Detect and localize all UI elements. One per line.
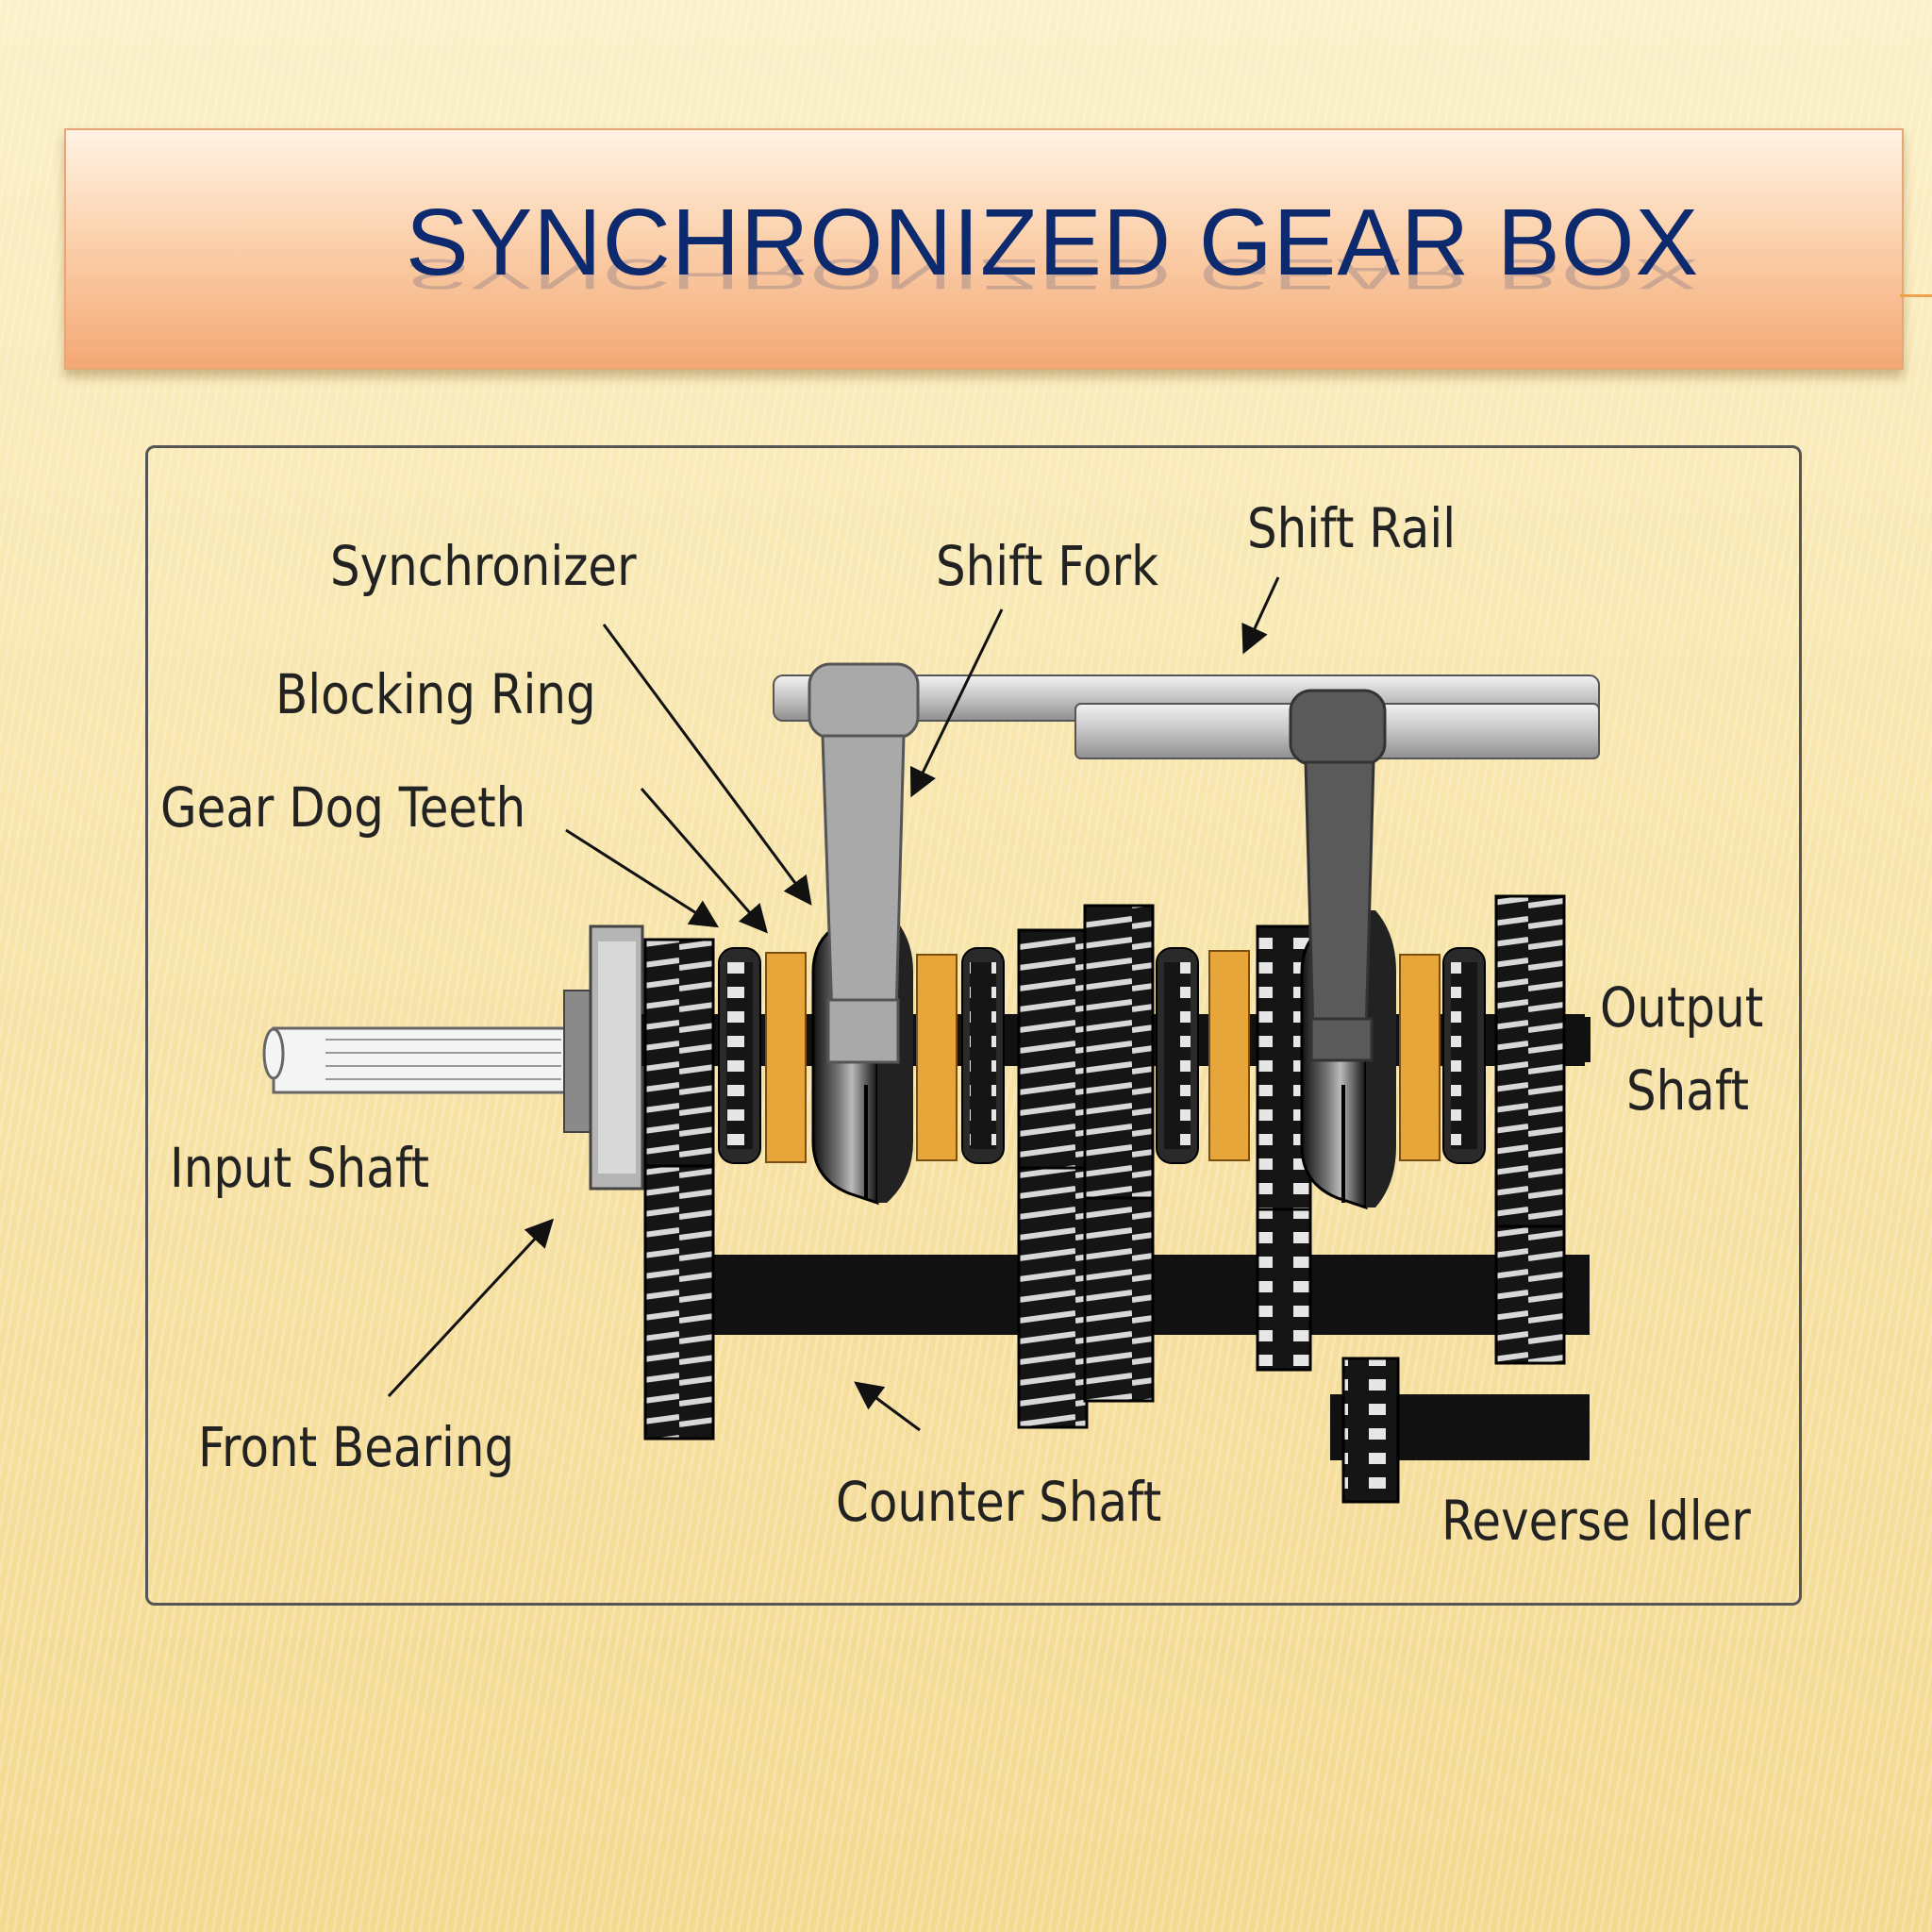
shift-rail-arrow	[1241, 576, 1280, 655]
counter-gear-2	[1017, 1166, 1089, 1429]
second-gear	[1017, 928, 1089, 1170]
label-output-shaft-line1: Output	[1600, 975, 1764, 1040]
counter-shaft-arrow	[854, 1381, 921, 1432]
label-input-shaft: Input Shaft	[170, 1136, 430, 1200]
synchronizer-arrow	[602, 624, 812, 906]
counter-gear-3	[1083, 1196, 1155, 1403]
counter-gear-5	[1494, 1224, 1566, 1365]
leader-arrows	[387, 576, 1280, 1432]
gear-dog-teeth	[765, 950, 1441, 1163]
counter-gear-1	[643, 1163, 715, 1441]
label-shift-fork: Shift Fork	[936, 534, 1159, 598]
label-front-bearing: Front Bearing	[198, 1415, 515, 1479]
label-blocking-ring: Blocking Ring	[275, 662, 596, 726]
output-shaft-stub	[1566, 1017, 1591, 1062]
third-gear	[1083, 904, 1155, 1200]
input-gear	[643, 938, 715, 1168]
input-shaft	[262, 1026, 568, 1094]
shift-rail	[773, 675, 1600, 759]
blocking-rings	[718, 947, 1486, 1164]
label-counter-shaft: Counter Shaft	[836, 1470, 1162, 1534]
title-accent-line	[1900, 294, 1932, 297]
blocking-ring-arrow	[640, 788, 768, 934]
gear-dog-teeth-arrow	[565, 828, 720, 928]
shift-fork-1	[808, 662, 920, 1064]
counter-gear-4	[1256, 1208, 1312, 1372]
label-reverse-idler: Reverse Idler	[1441, 1489, 1751, 1553]
output-gear	[1494, 894, 1566, 1228]
label-synchronizer: Synchronizer	[330, 534, 637, 598]
reverse-idler-gear	[1341, 1357, 1400, 1504]
label-shift-rail: Shift Rail	[1247, 496, 1457, 560]
slide-title: SYNCHRONIZED GEAR BOX	[406, 190, 1700, 295]
label-gear-dog-teeth: Gear Dog Teeth	[160, 775, 526, 840]
shift-fork-arrow	[909, 608, 1004, 798]
front-bearing-arrow	[387, 1218, 555, 1398]
label-output-shaft-line2: Shaft	[1626, 1058, 1750, 1123]
title-banner	[64, 128, 1904, 370]
diagram-frame	[145, 445, 1802, 1606]
shift-fork-2	[1289, 689, 1387, 1062]
front-bearing	[563, 924, 644, 1191]
